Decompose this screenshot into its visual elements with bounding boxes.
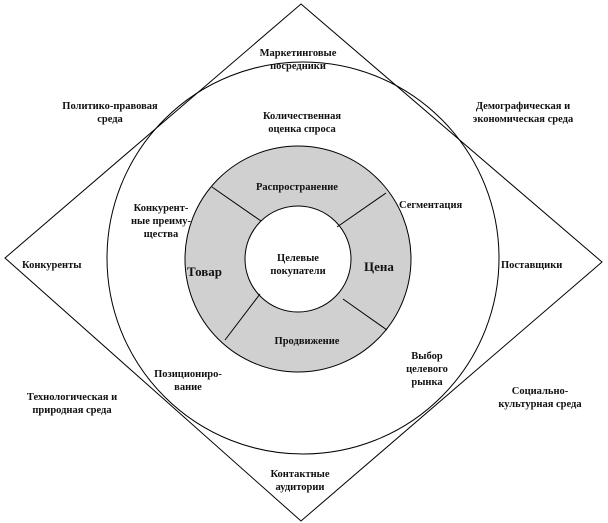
environment-diamond [4,3,603,522]
label-competitors: Конкуренты [22,260,82,271]
sector-divider-bottom-right [342,298,388,331]
label-promotion: Продвижение [274,336,340,347]
core-circle [244,205,352,313]
sector-divider-top-left [211,186,262,222]
label-political-legal-environment: Политико-правовая среда [62,101,158,125]
label-place: Распространение [256,182,338,193]
label-segmentation: Сегментация [399,200,463,211]
label-suppliers: Поставщики [501,260,563,271]
label-positioning: Позициониро- вание [154,369,222,393]
label-price: Цена [364,259,394,274]
label-target-market-selection: Выбор целевого рынка [406,351,448,388]
label-contact-audiences: Контактные аудитории [270,469,330,493]
label-sociocultural-environment: Социально- культурная среда [498,386,582,410]
label-competitive-advantages: Конкурент- ные преиму- щества [130,203,192,240]
label-product: Товар [187,264,223,279]
label-demand-estimation: Количественная оценка спроса [262,111,342,135]
label-demographic-economic-environment: Демографическая и экономическая среда [472,101,574,125]
sector-divider-bottom-left [224,293,261,341]
sector-divider-top-right [336,192,387,228]
label-target-customers: Целевые покупатели [270,253,326,277]
market-circle [106,61,500,455]
label-technological-natural-environment: Технологическая и природная среда [26,392,118,416]
label-marketing-intermediaries: Маркетинговые посредники [259,48,337,72]
